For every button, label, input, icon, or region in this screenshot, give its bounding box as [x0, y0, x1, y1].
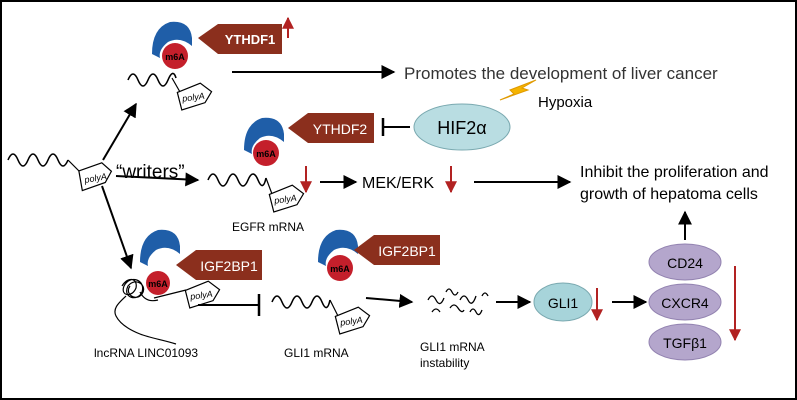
- cap-icon: [244, 117, 284, 154]
- mek-erk-label: MEK/ERK: [362, 175, 434, 192]
- tgfb1-label: TGFβ1: [663, 335, 707, 351]
- m6a-icon: [327, 255, 353, 281]
- m6a-icon: [146, 271, 170, 295]
- gli1-label: GLI1: [548, 295, 579, 311]
- cap-icon: [152, 21, 192, 58]
- m6a-icon: [162, 43, 188, 69]
- gli1-mrna-complex: polyA m6A IGF2BP1: [271, 229, 440, 335]
- m6a-icon: [253, 140, 279, 166]
- cap-icon: [140, 229, 180, 266]
- gli1-node: [533, 282, 593, 322]
- igf2bp1-reader-a: [176, 250, 262, 280]
- cxcr4-label: CXCR4: [661, 295, 709, 311]
- lncrna-label: lncRNA LINC01093: [94, 346, 198, 360]
- gli1-instability-label-line1: GLI1 mRNA: [420, 340, 485, 354]
- ythdf1-complex: polyA m6A YTHDF1: [127, 16, 294, 111]
- hif2a-label: HIF2α: [437, 118, 486, 138]
- hif2a-node: [413, 103, 511, 151]
- igf2bp1-label-b: IGF2BP1: [378, 243, 436, 259]
- m6a-label: m6A: [148, 279, 168, 289]
- inhibit-label-line2: growth of hepatoma cells: [580, 186, 758, 203]
- m6a-label: m6A: [330, 264, 350, 274]
- arrow-to-ythdf1: [102, 102, 137, 161]
- ythdf1-reader: [198, 24, 282, 54]
- cxcr4-node: [648, 283, 722, 321]
- ythdf2-complex: polyA m6A YTHDF2: [207, 113, 374, 213]
- egfr-mrna-label: EGFR mRNA: [232, 220, 304, 234]
- m6a-label: m6A: [165, 52, 185, 62]
- gli1-mrna-label: GLI1 mRNA: [284, 346, 349, 360]
- starting-mrna: polyA: [7, 153, 113, 192]
- ythdf2-reader: [288, 113, 374, 143]
- cap-icon: [318, 229, 358, 266]
- gli1-instability-label-line2: instability: [420, 356, 469, 370]
- cd24-label: CD24: [667, 255, 703, 271]
- polya-egfr-label: polyA: [273, 193, 298, 206]
- lightning-icon: [499, 79, 537, 101]
- ythdf2-label: YTHDF2: [313, 121, 368, 137]
- polya-ythdf1-label: polyA: [181, 91, 206, 104]
- hypoxia-label: Hypoxia: [538, 94, 593, 111]
- tgfb1-node: [648, 323, 722, 361]
- polya-start-label: polyA: [83, 171, 108, 185]
- polya-gli1-label: polyA: [339, 315, 364, 328]
- cd24-node: [648, 243, 722, 281]
- inhibit-label-line1: Inhibit the proliferation and: [580, 164, 769, 181]
- arrow-to-lncrna: [101, 185, 134, 270]
- arrow-to-fragments: [365, 293, 414, 308]
- igf2bp1-label-a: IGF2BP1: [200, 258, 258, 274]
- promotes-label: Promotes the development of liver cancer: [404, 64, 718, 83]
- m6a-label: m6A: [256, 149, 276, 159]
- writers-label: “writers”: [116, 162, 185, 183]
- igf2bp1-reader-b: [354, 235, 440, 265]
- ythdf1-label: YTHDF1: [225, 32, 276, 47]
- arrow-to-egfr: [115, 172, 200, 187]
- lncrna-complex: polyA m6A IGF2BP1: [114, 229, 262, 345]
- polya-lnc-label: polyA: [189, 289, 214, 302]
- mrna-fragments-icon: [427, 288, 489, 316]
